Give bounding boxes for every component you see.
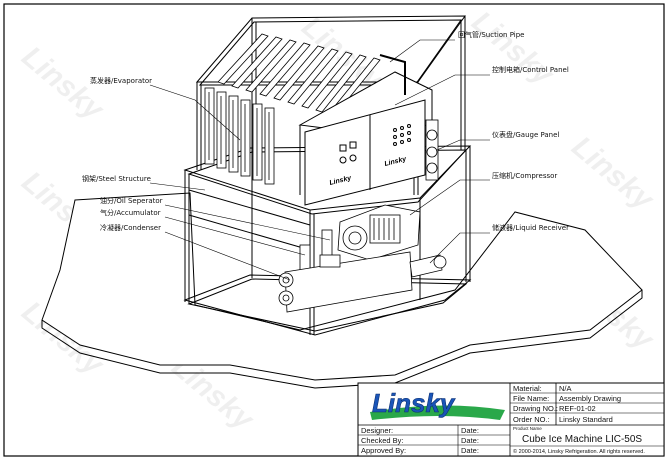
label-control-panel: 控制电箱/Control Panel <box>492 65 569 74</box>
checked-date-label: Date: <box>461 436 479 445</box>
label-compressor: 压缩机/Compressor <box>492 171 557 180</box>
compressor <box>337 204 421 261</box>
condenser <box>278 251 413 313</box>
logo-swoosh <box>370 405 505 420</box>
copyright-notice: © 2000-2014, Linsky Refrigeration. All r… <box>513 448 645 455</box>
label-steel-structure: 钢架/Steel Structure <box>82 174 151 183</box>
gauge-panel <box>425 119 439 181</box>
sheet-border <box>3 3 665 457</box>
order-no-value: Linsky Standard <box>559 415 613 424</box>
material-value: N/A <box>559 384 572 393</box>
watermark: Linsky <box>566 130 661 217</box>
label-suction-pipe: 回气管/Suction Pipe <box>458 30 524 39</box>
file-name-label: File Name: <box>513 394 549 403</box>
drawing-no-label: Drawing NO.: <box>513 404 558 413</box>
label-gauge-panel: 仪表盘/Gauge Panel <box>492 130 559 139</box>
control-panel-box <box>304 99 426 206</box>
platform-edge <box>41 290 643 389</box>
material-label: Material: <box>513 384 542 393</box>
file-name-value: Assembly Drawing <box>559 394 621 403</box>
approved-date-label: Date: <box>461 446 479 455</box>
approved-by-label: Approved By: <box>361 446 406 455</box>
drawing-no-value: REF-01-02 <box>559 404 596 413</box>
label-condenser: 冷凝器/Condenser <box>100 223 161 232</box>
evaporator-tubes <box>217 33 381 115</box>
label-liquid-receiver: 储液器/Liquid Receiver <box>492 223 569 232</box>
label-evaporator: 蒸发器/Evaporator <box>90 76 152 85</box>
leader-lines <box>149 39 490 281</box>
liquid-receiver <box>409 254 447 278</box>
label-oil-separator: 油分/Oil Seperator <box>100 196 163 205</box>
title-block: Linsky Material: N/A File Name: Assembly… <box>357 382 665 457</box>
product-name-label: Product Name <box>513 426 542 431</box>
checked-by-label: Checked By: <box>361 436 404 445</box>
label-accumulator: 气分/Accumulator <box>100 208 161 217</box>
evaporator-plates <box>204 87 275 185</box>
product-name-value: Cube Ice Machine LIC-50S <box>522 434 642 445</box>
designer-label: Designer: <box>361 426 393 435</box>
company-logo: Linsky <box>372 388 456 418</box>
designer-date-label: Date: <box>461 426 479 435</box>
watermark: Linsky <box>466 5 561 92</box>
order-no-label: Order NO.: <box>513 415 550 424</box>
suction-pipe <box>379 54 406 95</box>
